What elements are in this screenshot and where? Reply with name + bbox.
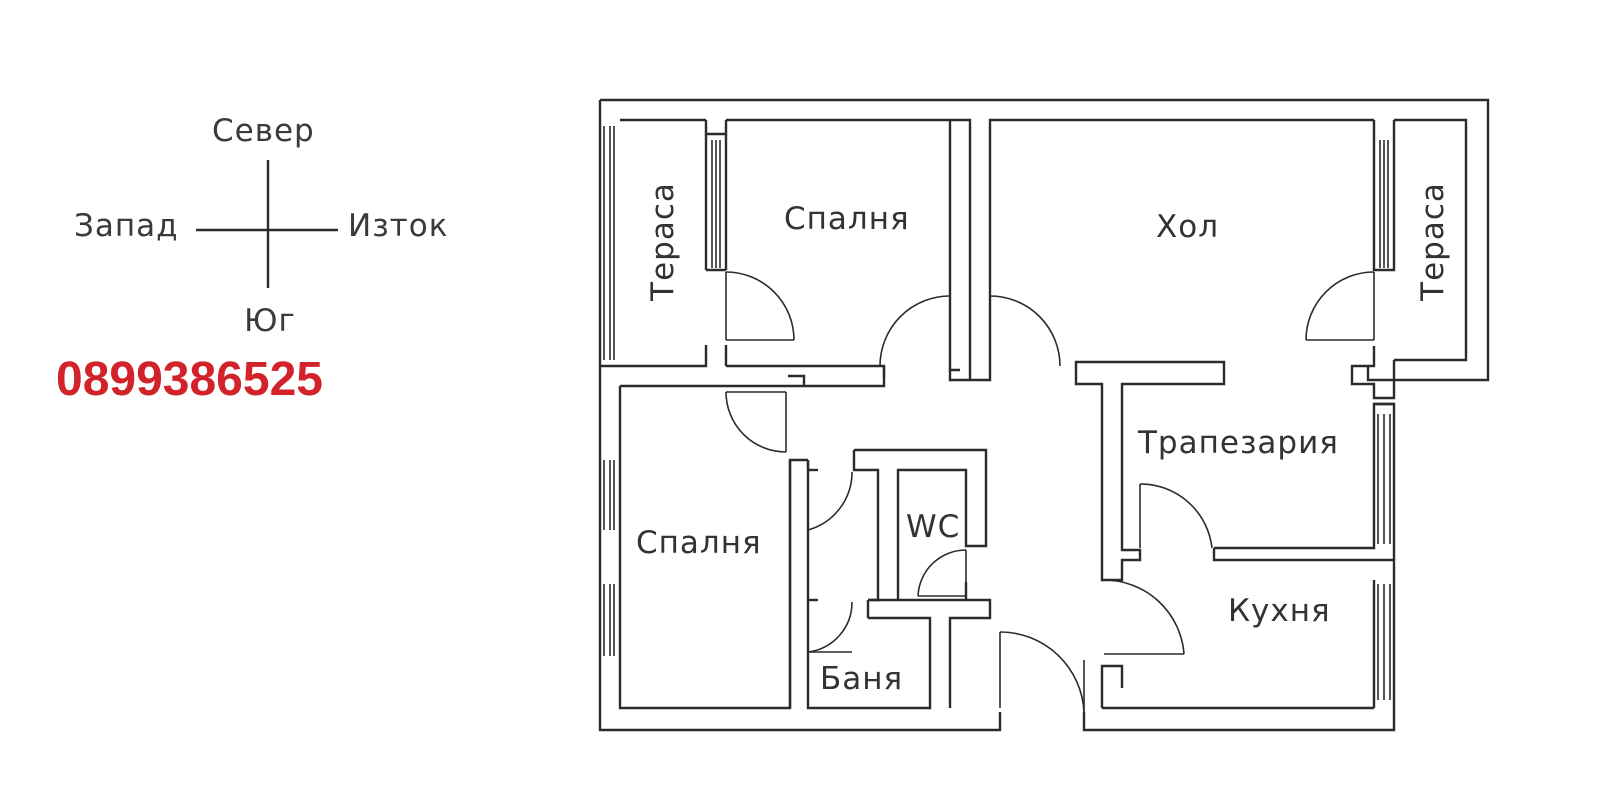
windows <box>603 126 1391 700</box>
room-label-living-room: Хол <box>1156 209 1220 245</box>
compass-west-label: Запад <box>74 208 179 244</box>
compass-north-label: Север <box>212 113 315 149</box>
room-label-wc: WC <box>906 509 961 545</box>
room-label-terrace-west: Тераса <box>644 182 681 301</box>
compass-south-label: Юг <box>244 303 296 339</box>
contact-phone: 0899386525 <box>56 353 323 406</box>
room-label-bedroom-north: Спалня <box>784 201 910 237</box>
room-label-terrace-east: Тераса <box>1414 182 1451 301</box>
compass-east-label: Изток <box>348 208 449 244</box>
room-label-kitchen: Кухня <box>1228 593 1331 629</box>
doors <box>725 271 1375 713</box>
room-label-bedroom-south: Спалня <box>636 525 762 561</box>
outer-walls <box>598 98 1490 732</box>
room-label-bathroom: Баня <box>820 661 904 697</box>
compass-cross <box>196 160 338 288</box>
room-label-dining-room: Трапезария <box>1138 425 1339 461</box>
